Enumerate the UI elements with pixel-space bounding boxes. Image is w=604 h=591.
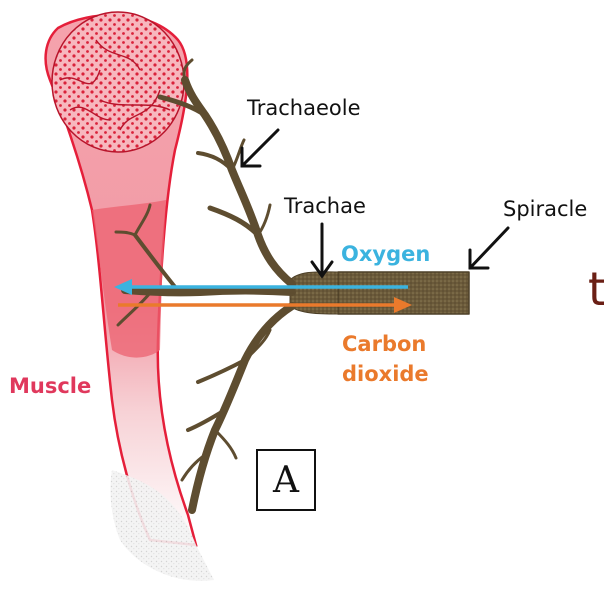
spiracle-label: Spiracle	[503, 199, 587, 220]
spiracle-pointer	[470, 228, 508, 268]
carbon-label-line1: Carbon	[342, 334, 426, 355]
trachaeole-pointer	[242, 130, 278, 166]
carbon-label-line2: dioxide	[342, 364, 429, 385]
oxygen-label: Oxygen	[341, 244, 430, 265]
panel-letter: A	[273, 460, 299, 501]
muscle-label: Muscle	[9, 376, 91, 397]
trachae-pointer	[312, 224, 332, 276]
trachae-label: Trachae	[284, 196, 366, 217]
panel-label-box: A	[256, 449, 316, 511]
edge-text-fragment: t	[588, 262, 604, 316]
trachaeole-label: Trachaeole	[247, 98, 361, 119]
